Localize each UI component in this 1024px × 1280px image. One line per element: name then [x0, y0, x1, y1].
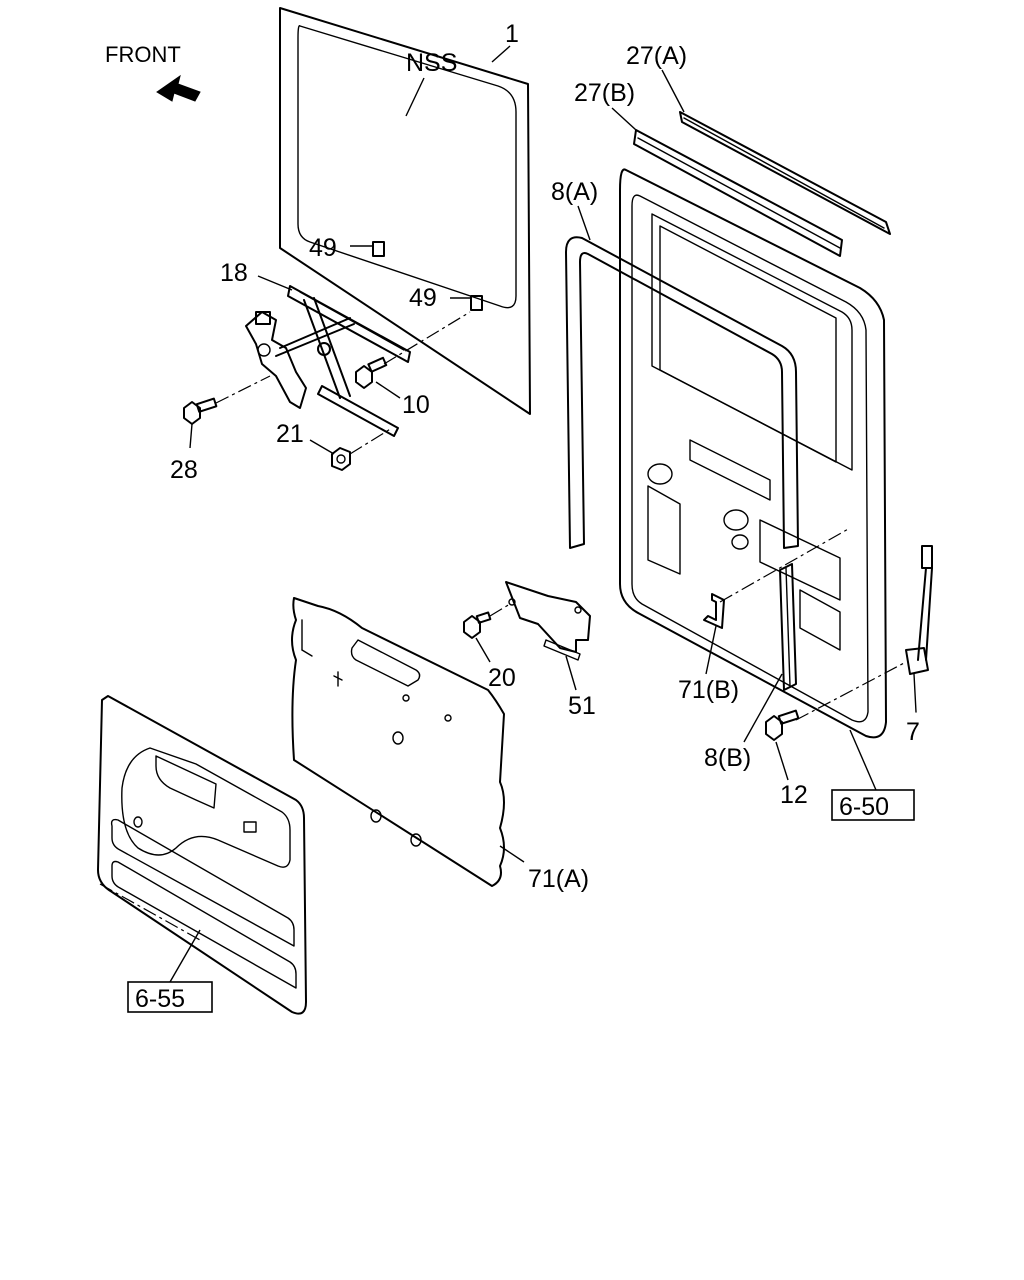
lock-cable-7 [905, 545, 933, 713]
door-trim-panel [97, 695, 307, 1015]
callout-20: 20 [488, 664, 516, 692]
ref-box-6-55 [127, 981, 213, 1013]
glass-clip-upper [350, 241, 385, 257]
door-glass: NSS [279, 7, 531, 415]
sealing-sheet-71a [291, 597, 505, 887]
callout-28: 28 [170, 456, 198, 484]
callout-21: 21 [276, 420, 304, 448]
callout-10: 10 [402, 391, 430, 419]
glass-run-channel-b [633, 129, 843, 257]
front-label: FRONT [105, 42, 181, 67]
bolt-12 [765, 709, 800, 741]
callout-12: 12 [780, 781, 808, 809]
glass-clip-lower [450, 295, 483, 311]
callout-27b: 27(B) [574, 79, 635, 107]
nut-21 [331, 447, 351, 471]
callout-71b: 71(B) [678, 676, 739, 704]
callout-49-lower: 49 [409, 284, 437, 312]
weatherstrip-a [565, 236, 799, 549]
callout-27a: 27(A) [626, 42, 687, 70]
front-arrow-icon [156, 74, 201, 102]
glass-marking: NSS [406, 49, 457, 77]
callout-18: 18 [220, 259, 248, 287]
seal-71b [703, 593, 725, 629]
callout-71a: 71(A) [528, 865, 589, 893]
callout-7: 7 [906, 718, 920, 746]
ref-6-50: 6-50 [839, 793, 889, 821]
window-regulator [245, 285, 411, 437]
bolt-28 [183, 397, 218, 425]
glass-run-channel-a [679, 111, 891, 235]
callout-1: 1 [505, 20, 519, 48]
bracket-51 [505, 581, 591, 661]
callout-51: 51 [568, 692, 596, 720]
bolt-10 [355, 356, 388, 389]
screw-20 [463, 611, 492, 639]
callout-49-upper: 49 [309, 234, 337, 262]
callout-8a: 8(A) [551, 178, 598, 206]
callout-8b: 8(B) [704, 744, 751, 772]
ref-box-6-50 [831, 789, 915, 821]
door-inner-panel [619, 168, 887, 739]
ref-6-55: 6-55 [135, 985, 185, 1013]
weatherstrip-b [779, 563, 797, 691]
